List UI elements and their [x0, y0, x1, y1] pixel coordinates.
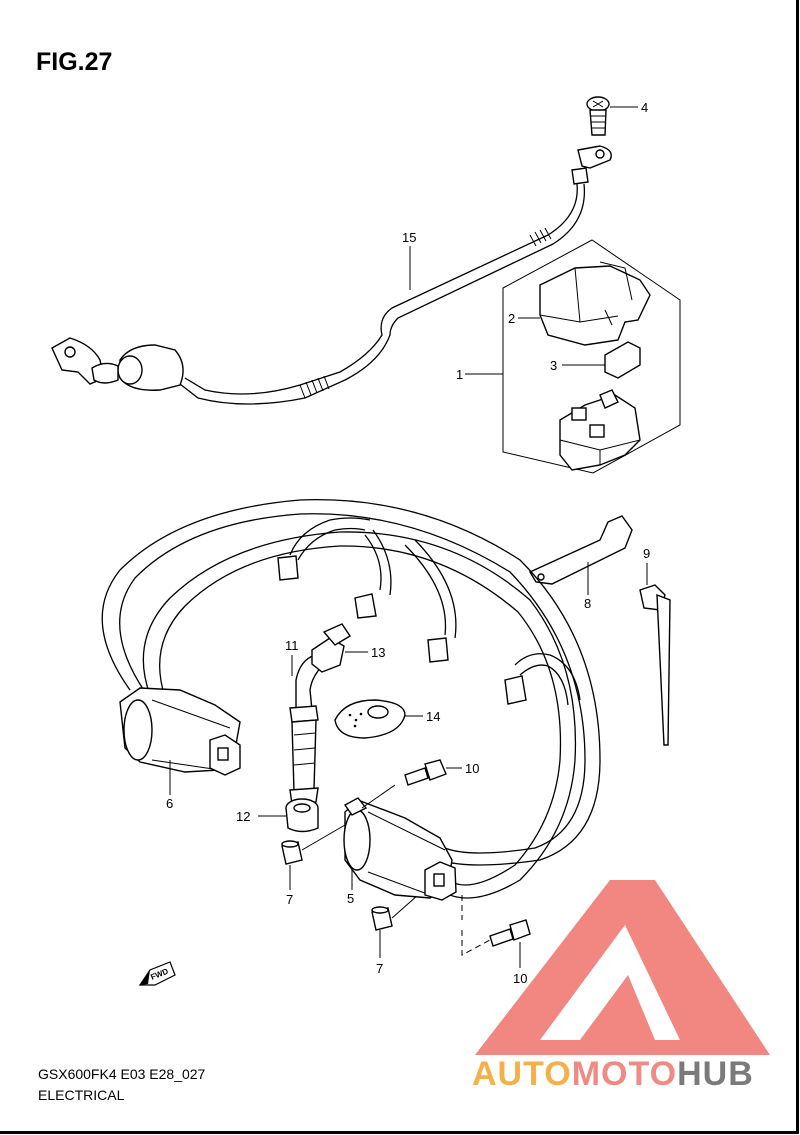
callout-4: 4 [641, 100, 648, 115]
fwd-arrow-icon: FWD [138, 961, 176, 986]
watermark-hub: HUB [677, 1055, 754, 1093]
part-spacer-7b [371, 906, 393, 931]
part-cable-15 [51, 145, 612, 405]
part-grommet-13 [311, 623, 351, 673]
callout-7b: 7 [376, 961, 383, 976]
callout-8: 8 [584, 596, 591, 611]
footer-section-name: ELECTRICAL [38, 1087, 125, 1103]
part-bracket-8 [528, 515, 633, 585]
callout-10a: 10 [465, 761, 479, 776]
watermark-moto: MOTO [572, 1055, 677, 1093]
callout-1: 1 [456, 367, 463, 382]
part-cover-2 [539, 261, 651, 346]
watermark-auto: AUTO [472, 1055, 572, 1093]
callout-13: 13 [371, 645, 385, 660]
figure-title: FIG.27 [36, 48, 113, 76]
callout-12: 12 [236, 809, 250, 824]
part-boot-12 [285, 798, 319, 833]
callout-6: 6 [166, 796, 173, 811]
part-bolt-4 [586, 96, 610, 136]
part-plug-cap-11 [289, 654, 328, 805]
part-damper-14 [334, 699, 406, 739]
part-spacer-7a [281, 840, 303, 865]
callout-7a: 7 [286, 892, 293, 907]
callout-14: 14 [426, 709, 440, 724]
callout-10b: 10 [513, 971, 527, 986]
part-relay-1 [559, 389, 641, 471]
callout-15: 15 [402, 230, 416, 245]
part-coil-6 [119, 687, 241, 776]
callout-9: 9 [643, 546, 650, 561]
part-bolt-10a [404, 759, 447, 786]
watermark-text: AUTOMOTOHUB [472, 1055, 754, 1093]
part-coil-5 [343, 797, 457, 901]
footer-model-code: GSX600FK4 E03 E28_027 [38, 1066, 206, 1082]
part-fuse-3 [604, 341, 641, 379]
part-bolt-10b [489, 919, 531, 947]
part-tie-9 [639, 584, 671, 746]
callout-11: 11 [285, 638, 299, 653]
callout-5: 5 [347, 891, 354, 906]
callout-2: 2 [508, 311, 515, 326]
watermark-logo [475, 880, 770, 1055]
callout-3: 3 [550, 358, 557, 373]
ht-leads [101, 498, 601, 899]
